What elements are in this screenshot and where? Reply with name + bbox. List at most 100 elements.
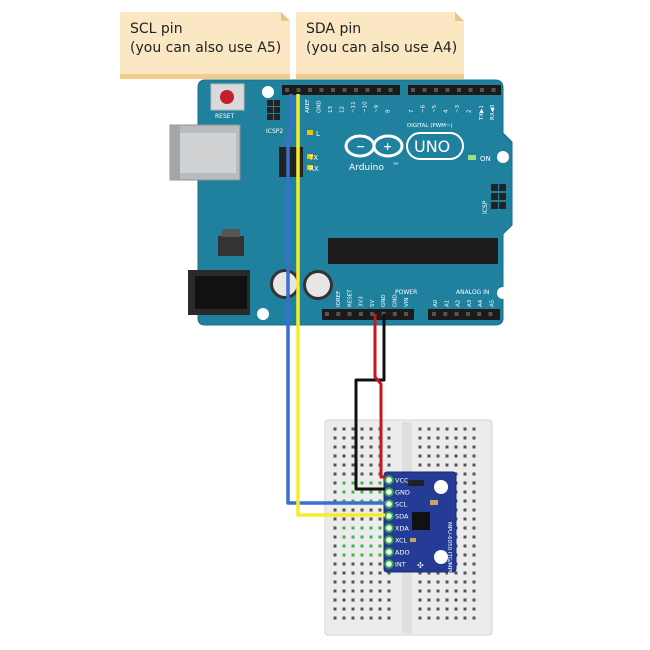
breadboard-hole — [418, 445, 422, 449]
breadboard-hole — [472, 535, 476, 539]
breadboard-hole — [378, 508, 382, 512]
breadboard-hole — [445, 454, 449, 458]
breadboard-hole — [351, 607, 355, 611]
sda-wire — [296, 94, 385, 517]
breadboard-hole — [378, 598, 382, 602]
header-pin — [491, 193, 498, 200]
breadboard-hole — [351, 436, 355, 440]
breadboard-hole — [351, 571, 355, 575]
module-pin-pad — [384, 475, 394, 485]
breadboard-hole — [360, 562, 364, 566]
digital-pin-label: AREF — [305, 99, 311, 113]
breadboard-hole — [333, 598, 337, 602]
header-pin — [267, 114, 273, 120]
header-pin — [480, 88, 484, 92]
module-pin-pad — [384, 487, 394, 497]
breadboard-hole — [333, 526, 337, 530]
breadboard-hole — [454, 463, 458, 467]
digital-pin-label: 13 — [328, 106, 334, 113]
header-pin — [491, 88, 496, 92]
gnd-wire — [354, 314, 386, 491]
header-pin — [388, 88, 393, 92]
breadboard-hole — [445, 598, 449, 602]
tx-led-label: TX — [308, 154, 318, 162]
module-component — [410, 538, 416, 542]
breadboard-hole — [463, 436, 467, 440]
breadboard-hole — [360, 580, 364, 584]
header-pin — [342, 88, 347, 92]
breadboard-hole — [378, 553, 382, 557]
analog-pin-label: A5 — [490, 299, 496, 307]
breadboard-hole — [418, 598, 422, 602]
breadboard-hole — [351, 508, 355, 512]
header-pin — [404, 312, 409, 316]
breadboard-hole — [418, 589, 422, 593]
logo-trademark: TM — [392, 162, 398, 166]
breadboard-hole — [463, 616, 467, 620]
breadboard-hole — [445, 427, 449, 431]
logo-plus: + — [383, 140, 392, 153]
analog-pin-label: A2 — [456, 300, 462, 307]
breadboard-hole — [369, 535, 373, 539]
sda-pin-note: SDA pin (you can also use A4) — [296, 12, 464, 74]
breadboard-hole — [333, 490, 337, 494]
breadboard-hole — [463, 463, 467, 467]
axis-marker-icon: ✣ — [417, 561, 424, 570]
breadboard-hole — [463, 526, 467, 530]
breadboard-hole — [445, 463, 449, 467]
scl-wire — [286, 94, 385, 505]
breadboard-hole — [360, 517, 364, 521]
breadboard-hole — [472, 427, 476, 431]
voltage-regulator-tab — [222, 229, 240, 237]
breadboard-hole — [342, 571, 346, 575]
breadboard-hole — [454, 598, 458, 602]
header-pin — [331, 88, 335, 92]
header-pin — [365, 88, 370, 92]
scl-note-subtitle: (you can also use A5) — [130, 40, 282, 56]
module-pin-label: VCC — [395, 477, 409, 485]
breadboard-hole — [427, 616, 431, 620]
icsp2-label: ICSP2 — [266, 128, 283, 135]
breadboard-hole — [378, 490, 382, 494]
analog-header — [428, 309, 500, 320]
breadboard-hole — [445, 616, 449, 620]
breadboard-hole — [427, 607, 431, 611]
breadboard-hole — [351, 481, 355, 485]
header-pin — [465, 312, 470, 316]
reset-button[interactable] — [210, 83, 245, 111]
module-component — [408, 480, 424, 486]
digital-pin-label: GND — [317, 100, 323, 113]
header-pin — [468, 88, 473, 92]
header-pin — [477, 312, 482, 316]
breadboard-hole — [378, 481, 382, 485]
power-pin-label: GND — [393, 294, 399, 307]
breadboard-hole — [387, 571, 391, 575]
module-pin-label: XDA — [395, 525, 409, 533]
breadboard-hole — [463, 580, 467, 584]
breadboard-hole — [342, 481, 346, 485]
breadboard-hole — [472, 553, 476, 557]
breadboard-hole — [360, 526, 364, 530]
rx-pin-label: RX◀0 — [490, 104, 496, 120]
breadboard-hole — [378, 535, 382, 539]
breadboard-hole — [360, 607, 364, 611]
digital-pin-label: 4 — [444, 109, 450, 113]
breadboard-hole — [463, 589, 467, 593]
digital-header — [282, 85, 501, 95]
breadboard-hole — [387, 589, 391, 593]
power-section-label: POWER — [395, 289, 417, 296]
module-pin-pad — [384, 535, 394, 545]
breadboard-hole — [333, 472, 337, 476]
tx-pin-label: TX▶1 — [479, 105, 485, 121]
breadboard-hole — [472, 463, 476, 467]
header-pin — [285, 88, 289, 92]
breadboard-hole — [445, 607, 449, 611]
reset-button-cap[interactable] — [220, 90, 234, 104]
breadboard-hole — [427, 463, 431, 467]
breadboard-hole — [360, 454, 364, 458]
breadboard-hole — [369, 571, 373, 575]
module-mount-hole — [434, 480, 448, 494]
header-pin — [411, 88, 415, 92]
breadboard-hole — [333, 463, 337, 467]
